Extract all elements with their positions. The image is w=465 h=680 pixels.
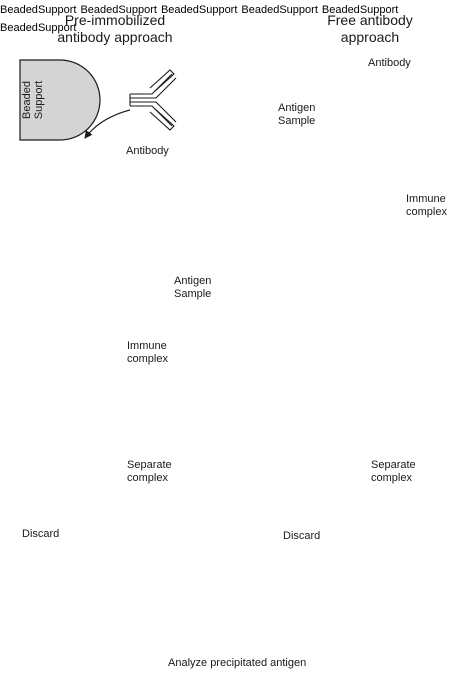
arrow-analyze-left: BeadedSupport BeadedSupport BeadedSuppor… — [0, 0, 447, 669]
immune-complex-label-left: Immune complex — [127, 340, 168, 365]
arrow-left-step2-down: BeadedSupport BeadedSupport — [0, 0, 447, 669]
separate-complex-label-right: Separate complex — [371, 459, 416, 484]
right-heading-line2: approach — [340, 29, 400, 45]
discarded-bead-left: BeadedSupport — [160, 4, 238, 16]
arrow-separate-right-discard: BeadedSupport Pre-immobilized antibody a… — [0, 12, 447, 669]
svg-text:BeadedSupport: BeadedSupport — [21, 81, 45, 120]
bead-label-line2: Support — [33, 81, 45, 120]
antigen-sample-label-left: Antigen Sample — [174, 275, 212, 300]
right-heading-line1: Free antibody — [327, 12, 413, 28]
arrow-right-merge-b: BeadedSupport BeadedSupport BeadedSuppor… — [0, 0, 447, 669]
left-heading-line1: Pre-immobilized — [64, 12, 166, 28]
bead-label-line1: Beaded — [21, 81, 33, 119]
arrow-right-merge-a: BeadedSupport BeadedSupport BeadedSuppor… — [0, 0, 447, 669]
arrow-separate-left-complex: BeadedSupport BeadedSupport — [0, 0, 447, 669]
beaded-support-step3: BeadedSupport — [80, 4, 157, 16]
right-column-heading: Free antibody approach — [275, 12, 465, 46]
immune-complex-label-right: Immune complex — [406, 193, 447, 218]
arrow-antibody-to-bead — [84, 109, 131, 139]
arrow-right-merge-c: BeadedSupport BeadedSupport Pre-immobili… — [0, 0, 447, 669]
discard-label-left: Discard — [22, 528, 60, 540]
arrow-right-merge-d: BeadedSupport BeadedSupport Pre-immobili… — [0, 0, 447, 669]
arrow-separate-left-discard: BeadedSupport BeadedSupport — [0, 0, 447, 669]
separate-complex-label-left: Separate complex — [127, 459, 172, 484]
antibody-label-left: Antibody — [126, 145, 169, 157]
left-column-heading: Pre-immobilized antibody approach — [20, 12, 210, 46]
analyze-antigen-label: Analyze precipitated antigen — [168, 657, 307, 669]
arrow-left-step1-down: BeadedSupport BeadedSupport BeadedSuppor… — [0, 0, 447, 669]
beaded-support-step2: BeadedSupport — [0, 4, 77, 16]
discarded-bead-right: BeadedSupport — [0, 22, 77, 34]
antigen-sample-label-right: Antigen Sample — [278, 102, 316, 127]
left-heading-line2: antibody approach — [57, 29, 173, 45]
discard-label-right: Discard — [283, 530, 321, 542]
beaded-support-right-step2: BeadedSupport — [241, 4, 318, 16]
antibody-label-right: Antibody — [368, 57, 411, 69]
arrow-separate-right-complex: BeadedSupport Pre-immobilized antibody a… — [0, 12, 447, 669]
beaded-support-step1: BeadedSupport — [19, 59, 101, 141]
arrow-antigen-left: BeadedSupport BeadedSupport — [0, 0, 447, 669]
free-antibody-left — [129, 69, 177, 131]
beaded-support-right-step3: BeadedSupport — [321, 4, 399, 16]
